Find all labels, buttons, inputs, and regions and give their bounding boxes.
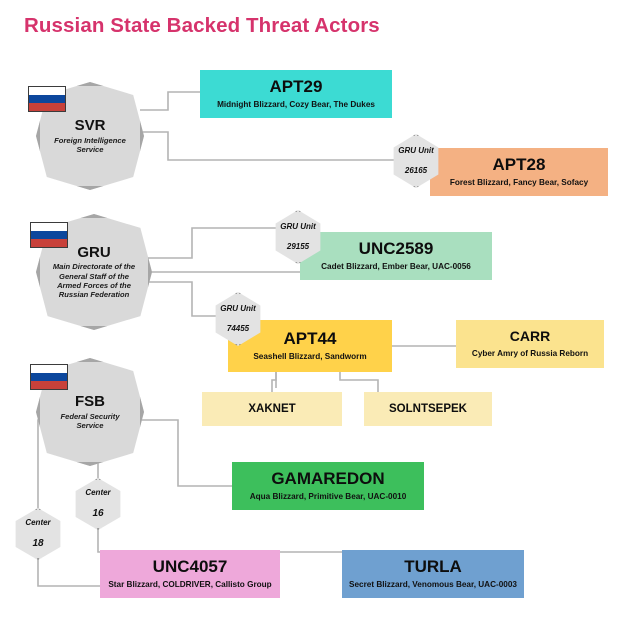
unit-node-center-18[interactable]: Center 18 [15,508,61,560]
actor-aliases-unc2589: Cadet Blizzard, Ember Bear, UAC-0056 [321,262,471,272]
actor-name-solntsepek: SOLNTSEPEK [389,402,467,415]
actor-box-turla[interactable]: TURLA Secret Blizzard, Venomous Bear, UA… [342,550,524,598]
actor-name-apt28: APT28 [492,154,546,174]
agency-subtitle-fsb: Federal Security Service [60,411,120,430]
actor-name-gamaredon: GAMAREDON [271,468,385,488]
actor-aliases-apt29: Midnight Blizzard, Cozy Bear, The Dukes [217,100,375,110]
agency-subtitle-svr: Foreign Intelligence Service [54,135,126,154]
actor-aliases-apt28: Forest Blizzard, Fancy Bear, Sofacy [449,178,589,188]
actor-name-turla: TURLA [404,556,462,576]
page-title: Russian State Backed Threat Actors [24,14,380,37]
actor-name-apt44: APT44 [283,328,337,348]
agency-subtitle-gru: Main Directorate of the General Staff of… [52,262,136,300]
actor-box-gamaredon[interactable]: GAMAREDON Aqua Blizzard, Primitive Bear,… [232,462,424,510]
actor-aliases-apt44: Seashell Blizzard, Sandworm [253,352,367,362]
agency-name-gru: GRU [77,243,111,261]
actor-name-unc4057: UNC4057 [152,556,228,576]
actor-aliases-gamaredon: Aqua Blizzard, Primitive Bear, UAC-0010 [249,492,407,502]
agency-name-svr: SVR [74,116,106,134]
unit-line2: 29155 [286,242,310,251]
unit-line1: GRU Unit [398,146,434,155]
actor-box-carr[interactable]: CARR Cyber Amry of Russia Reborn [456,320,604,368]
unit-line1: Center [25,517,51,527]
unit-line2: 16 [92,507,104,519]
actor-aliases-unc4057: Star Blizzard, COLDRIVER, Callisto Group [108,580,272,590]
actor-name-xaknet: XAKNET [248,402,296,415]
russian-flag-icon [30,222,68,248]
actor-name-apt29: APT29 [269,76,323,96]
actor-name-carr: CARR [509,328,551,345]
agency-name-fsb: FSB [75,392,105,410]
unit-line1: Center [85,487,111,497]
actor-box-apt28[interactable]: APT28 Forest Blizzard, Fancy Bear, Sofac… [430,148,608,196]
actor-box-solntsepek[interactable]: SOLNTSEPEK [364,392,492,426]
agency-node-fsb[interactable]: FSB Federal Security Service [30,358,144,466]
actor-aliases-carr: Cyber Amry of Russia Reborn [471,348,589,358]
unit-line1: GRU Unit [280,222,316,231]
actor-box-unc2589[interactable]: UNC2589 Cadet Blizzard, Ember Bear, UAC-… [300,232,492,280]
actor-box-xaknet[interactable]: XAKNET [202,392,342,426]
unit-line2: 18 [32,537,44,549]
actor-name-unc2589: UNC2589 [358,238,434,258]
actor-box-apt29[interactable]: APT29 Midnight Blizzard, Cozy Bear, The … [200,70,392,118]
russian-flag-icon [28,86,66,112]
unit-line2: 74455 [226,324,250,333]
agency-node-svr[interactable]: SVR Foreign Intelligence Service [28,82,144,190]
unit-node-gru-74455[interactable]: GRU Unit 74455 [215,292,261,346]
heptagon-shape: GRU Main Directorate of the General Staf… [36,214,152,330]
actor-aliases-turla: Secret Blizzard, Venomous Bear, UAC-0003 [349,580,517,590]
actor-box-unc4057[interactable]: UNC4057 Star Blizzard, COLDRIVER, Callis… [100,550,280,598]
agency-node-gru[interactable]: GRU Main Directorate of the General Staf… [30,214,152,330]
russian-flag-icon [30,364,68,390]
unit-line1: GRU Unit [220,304,256,313]
unit-line2: 26165 [404,166,428,175]
